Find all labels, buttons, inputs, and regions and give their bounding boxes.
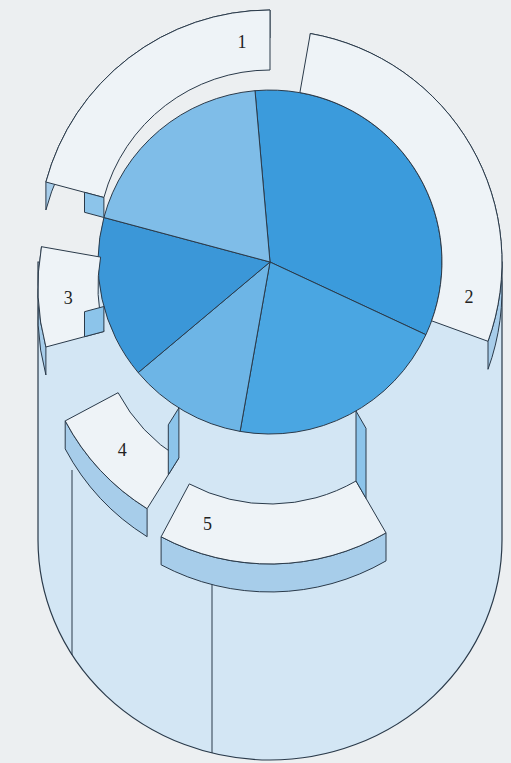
rim-wall xyxy=(46,10,270,210)
callout-number: 1 xyxy=(237,33,246,51)
rim-segment xyxy=(65,393,179,509)
step-face xyxy=(85,192,104,217)
disk-slice xyxy=(240,262,426,434)
callout-number: 5 xyxy=(203,515,212,533)
step-face xyxy=(168,408,179,475)
body-edge xyxy=(72,470,73,655)
cylinder-body xyxy=(38,262,502,760)
rim-segment xyxy=(38,247,104,347)
step-face xyxy=(85,307,104,337)
rim-segment xyxy=(161,481,386,564)
callout-number: 4 xyxy=(118,441,127,459)
step-face xyxy=(356,411,366,498)
callout-number: 3 xyxy=(64,289,73,307)
rim-segment xyxy=(46,10,270,198)
callout-number: 2 xyxy=(464,288,473,306)
rim-segment xyxy=(300,34,502,342)
